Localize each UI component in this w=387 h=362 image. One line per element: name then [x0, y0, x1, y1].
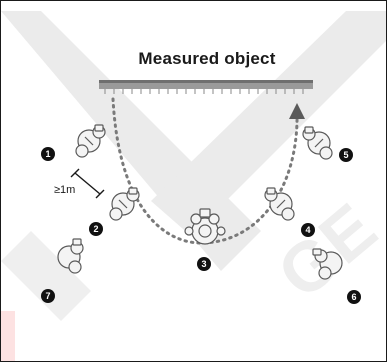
scan-path-arrowhead: [289, 103, 305, 119]
operator-figure-5: [302, 126, 333, 160]
operator-figure-2: [109, 187, 140, 221]
ruler-ticks: [104, 89, 304, 94]
operator-figure-3: [184, 208, 226, 245]
position-badge-7: 7: [41, 289, 55, 303]
position-badge-2: 2: [89, 222, 103, 236]
distance-cap-bottom: [95, 189, 105, 199]
operator-figure-1: [75, 124, 106, 158]
position-badge-3: 3: [197, 257, 211, 271]
watermark-stripe-lower: [1, 231, 91, 321]
distance-cap-top: [70, 168, 80, 178]
measured-object-ruler: [99, 80, 313, 94]
operator-figure-4: [264, 187, 295, 221]
position-badge-1: 1: [41, 147, 55, 161]
ruler-edge: [99, 80, 313, 83]
scan-path: [111, 97, 299, 245]
distance-line: [74, 172, 101, 195]
position-badge-4: 4: [301, 223, 315, 237]
operators: [57, 124, 343, 280]
operator-figure-6: [312, 248, 343, 280]
distance-marker: [70, 168, 105, 199]
watermark-pink: [1, 311, 15, 361]
distance-label: ≥1m: [54, 184, 76, 196]
ruler-bar: [99, 80, 313, 89]
position-badge-6: 6: [347, 290, 361, 304]
position-badge-5: 5: [339, 148, 353, 162]
operator-figure-7: [57, 238, 84, 274]
watermark-stripe-right: [151, 11, 386, 236]
measured-object-title: Measured object: [138, 49, 276, 68]
